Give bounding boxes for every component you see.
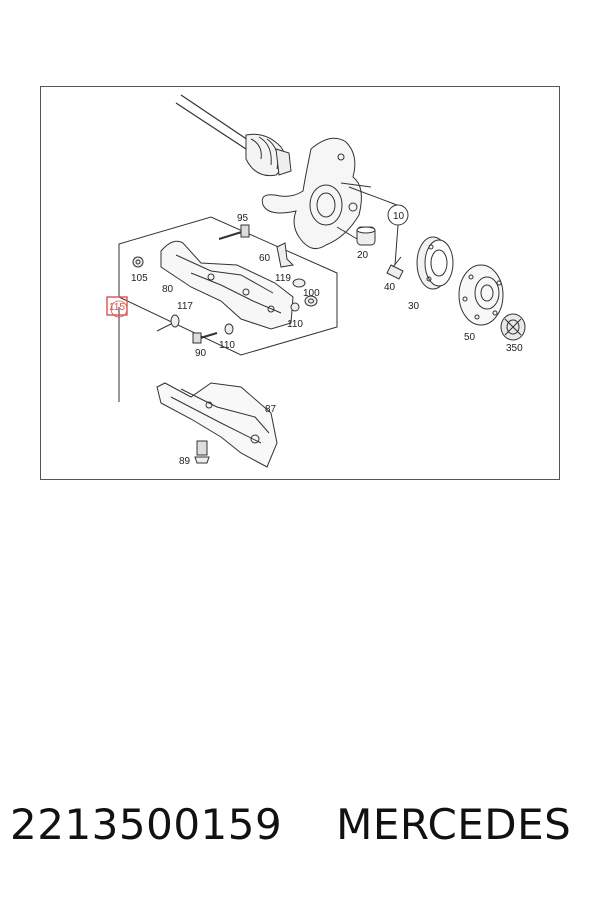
label-115[interactable]: 115: [109, 302, 125, 313]
footer-caption: 2213500159 MERCEDES: [10, 800, 590, 860]
label-110-left: 110: [219, 340, 235, 351]
bolt-part-95: [218, 224, 250, 240]
washer-part-110-left: [224, 323, 234, 335]
label-90: 90: [195, 348, 207, 359]
label-20: 20: [357, 250, 369, 261]
wheel-hub-part-50: [458, 264, 504, 326]
steering-knuckle: [261, 137, 398, 250]
assembly-box: [118, 216, 338, 402]
label-105: 105: [131, 273, 148, 284]
label-30: 30: [408, 301, 420, 312]
highlight-part-115[interactable]: [106, 296, 128, 318]
shield-part-87: [156, 382, 278, 468]
label-117: 117: [177, 301, 193, 312]
label-100: 100: [303, 288, 320, 299]
parts-diagram: 95 60 20 10 105 119 100 40 30 80 115 117…: [106, 94, 526, 468]
drive-shaft: [175, 94, 292, 177]
parts-diagram-frame: 95 60 20 10 105 119 100 40 30 80 115 117…: [40, 86, 560, 480]
label-60: 60: [259, 253, 271, 264]
arm-part-80: [160, 240, 294, 330]
wheel-bearing-part-30: [416, 236, 454, 290]
nut-part-105: [132, 256, 144, 268]
label-350: 350: [506, 343, 523, 354]
washer-part-110-right: [290, 302, 300, 312]
bolt-part-89: [194, 440, 210, 464]
label-10: 10: [393, 211, 405, 222]
part-number: 2213500159: [10, 800, 283, 849]
label-89: 89: [179, 456, 191, 467]
bushing-part-20: [356, 226, 376, 246]
label-87: 87: [265, 404, 277, 415]
brand-name: MERCEDES: [336, 800, 572, 849]
bolt-part-40: [386, 256, 404, 280]
label-110-right: 110: [287, 319, 303, 330]
washer-part-119: [292, 278, 306, 288]
callout-10: [387, 204, 409, 266]
label-95: 95: [237, 213, 249, 224]
nut-part-350: [500, 313, 526, 341]
label-50: 50: [464, 332, 476, 343]
bolt-part-117: [156, 314, 180, 332]
bracket-part-60: [276, 242, 295, 268]
bolt-part-90: [192, 332, 218, 344]
washer-part-100: [304, 295, 318, 307]
label-119: 119: [275, 273, 291, 284]
label-40: 40: [384, 282, 396, 293]
label-80: 80: [162, 284, 174, 295]
